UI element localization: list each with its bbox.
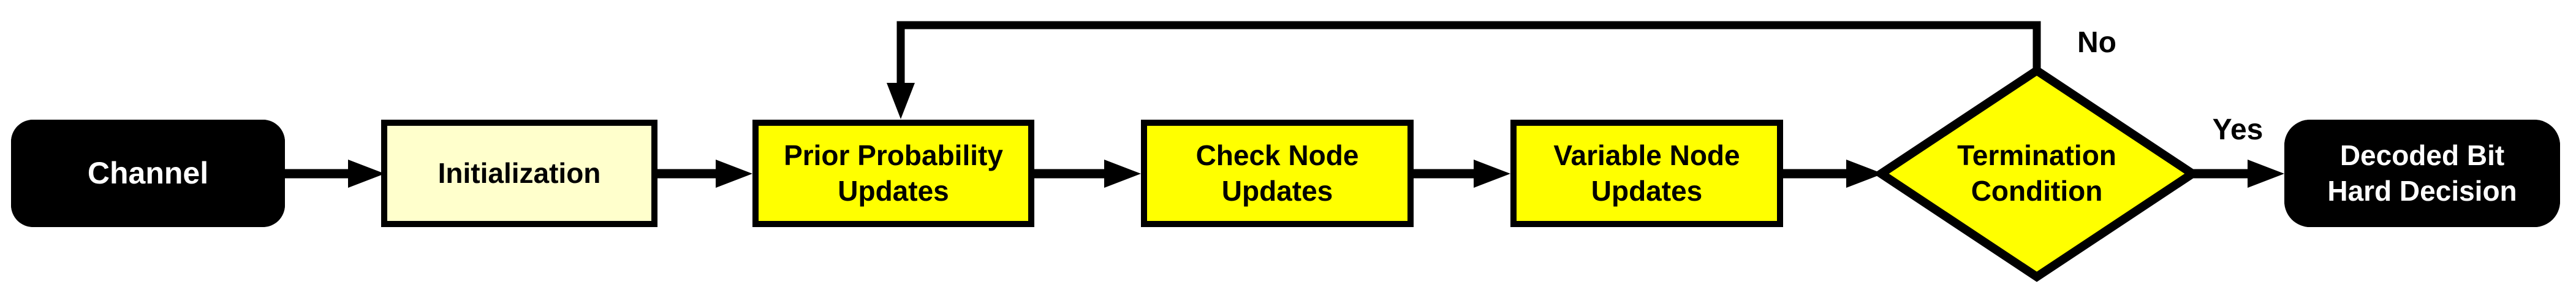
node-label-line1: Prior Probability — [784, 139, 1003, 171]
node-label-line1: Termination — [1957, 139, 2116, 171]
arrowhead-icon — [1474, 160, 1510, 188]
arrowhead-icon — [1846, 160, 1883, 188]
node-label-line2: Hard Decision — [2327, 174, 2517, 207]
node-label: Channel — [87, 156, 209, 190]
arrow-prior-to-check — [1034, 160, 1141, 188]
decision-diamond-shape — [1873, 65, 2200, 282]
arrowhead-icon — [1104, 160, 1141, 188]
node-channel: Channel — [11, 120, 285, 227]
node-termination-condition: Termination Condition — [1914, 120, 2159, 227]
edge-label-yes: Yes — [2212, 114, 2263, 146]
node-initialization: Initialization — [381, 120, 657, 227]
arrow-termination-to-decoded — [2192, 160, 2284, 188]
node-variable-node-updates: Variable Node Updates — [1510, 120, 1783, 227]
arrow-variable-to-termination — [1783, 160, 1883, 188]
feedback-line — [896, 21, 2041, 84]
node-label-line2: Updates — [1591, 174, 1703, 207]
arrowhead-icon — [348, 160, 385, 188]
node-label-line2: Updates — [838, 174, 949, 207]
arrowhead-icon — [2248, 160, 2284, 188]
node-prior-probability-updates: Prior Probability Updates — [752, 120, 1034, 227]
node-label-line2: Condition — [1971, 174, 2103, 207]
node-label-line1: Check Node — [1195, 139, 1359, 171]
arrowhead-icon — [716, 160, 752, 188]
node-label-line1: Decoded Bit — [2339, 139, 2505, 171]
node-label: Initialization — [438, 157, 601, 189]
arrow-initialization-to-prior — [657, 160, 752, 188]
node-decoded-bit-hard-decision: Decoded Bit Hard Decision — [2284, 120, 2560, 227]
node-label-line1: Variable Node — [1553, 139, 1740, 171]
edge-label-no: No — [2077, 26, 2116, 59]
node-label-line2: Updates — [1221, 174, 1333, 207]
arrow-channel-to-initialization — [285, 160, 385, 188]
feedback-arrow-no — [887, 21, 2041, 119]
arrow-check-to-variable — [1414, 160, 1510, 188]
node-check-node-updates: Check Node Updates — [1141, 120, 1414, 227]
feedback-arrowhead-icon — [887, 83, 915, 119]
